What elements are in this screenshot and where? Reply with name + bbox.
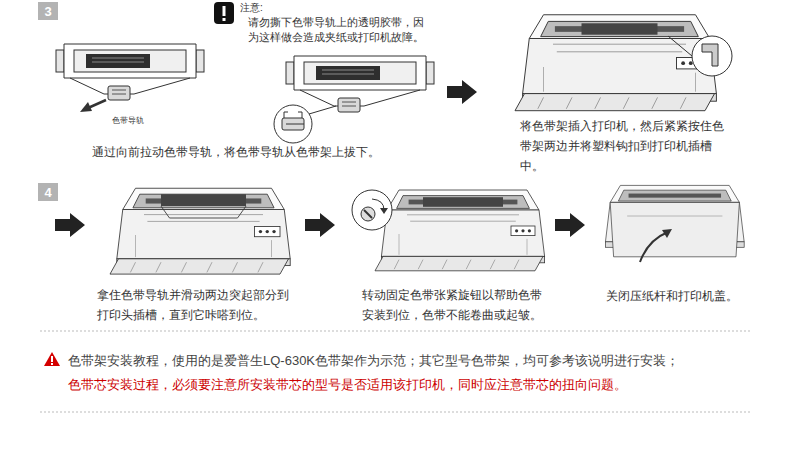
printer — [605, 185, 744, 256]
art-part — [423, 197, 503, 207]
step-caption: 拿住色带导轨并滑动两边突起部分到打印头插槽，直到它咔嗒到位。 — [97, 285, 295, 325]
art-part — [161, 206, 246, 218]
leader-line — [309, 106, 336, 114]
step-badge: 3 — [38, 2, 58, 20]
art-part — [161, 194, 246, 206]
detail-inset — [274, 105, 312, 143]
art-part — [523, 15, 717, 101]
notice-text: 请勿撕下色带导轨上的透明胶带，因为这样做会造成夹纸或打印机故障。 — [248, 15, 430, 45]
notice-icon — [223, 6, 226, 16]
printer — [375, 190, 545, 271]
detail-inset — [692, 36, 732, 76]
step-caption: 通过向前拉动色带导轨，将色带导轨从色带架上拔下。 — [92, 145, 380, 160]
art-part — [381, 190, 544, 263]
warning-icon — [51, 356, 53, 362]
printer — [515, 15, 716, 111]
ribbon-guide — [284, 112, 304, 124]
art-part — [582, 23, 658, 34]
hook-detail — [702, 44, 718, 66]
ribbon-cartridge — [286, 56, 434, 112]
pull-arrow — [80, 102, 92, 112]
printer — [110, 188, 290, 274]
tension-knob — [364, 210, 372, 218]
notice-icon — [214, 2, 234, 24]
part-label: 色带导轨 — [112, 116, 144, 126]
turn-arrow — [380, 208, 388, 214]
step-caption: 关闭压纸杆和打印机盖。 — [606, 289, 738, 304]
step-number: 3 — [44, 4, 51, 19]
warning-text: 色带芯安装过程，必须要注意所安装带芯的型号是否适用该打印机，同时应注意带芯的扭向… — [68, 376, 627, 393]
step-arrow — [55, 213, 85, 237]
art-part — [375, 256, 543, 270]
leader-line — [668, 36, 692, 56]
art-part — [610, 202, 739, 256]
notice-heading: 注意: — [240, 1, 263, 14]
step-arrow — [447, 80, 477, 104]
step-arrow — [305, 213, 335, 237]
notice-icon — [223, 18, 226, 21]
warning-icon — [51, 363, 53, 365]
warning-icon — [44, 352, 60, 366]
art-part — [117, 188, 290, 265]
note-text: 色带架安装教程，使用的是爱普生LQ-630K色带架作为示范；其它型号色带架，均可… — [68, 352, 679, 369]
art-part — [515, 94, 715, 111]
separator — [40, 412, 750, 413]
art-part — [110, 259, 289, 274]
ribbon-cartridge — [56, 44, 204, 100]
step-caption: 将色带架插入打印机，然后紧紧按住色带架两边并将塑料钩扣到打印机插槽中。 — [520, 116, 728, 176]
pull-arrow — [88, 100, 106, 108]
tension-knob — [361, 207, 375, 221]
step-arrow — [555, 213, 585, 237]
step-badge: 4 — [38, 183, 58, 201]
separator — [40, 331, 750, 332]
knob-inset — [352, 190, 392, 230]
close-arrow — [640, 232, 668, 262]
step-caption: 转动固定色带张紧旋钮以帮助色带安装到位，色带不能卷曲或起皱。 — [362, 285, 546, 325]
art-part — [627, 216, 722, 217]
close-arrow — [662, 229, 672, 238]
step-number: 4 — [44, 185, 51, 200]
